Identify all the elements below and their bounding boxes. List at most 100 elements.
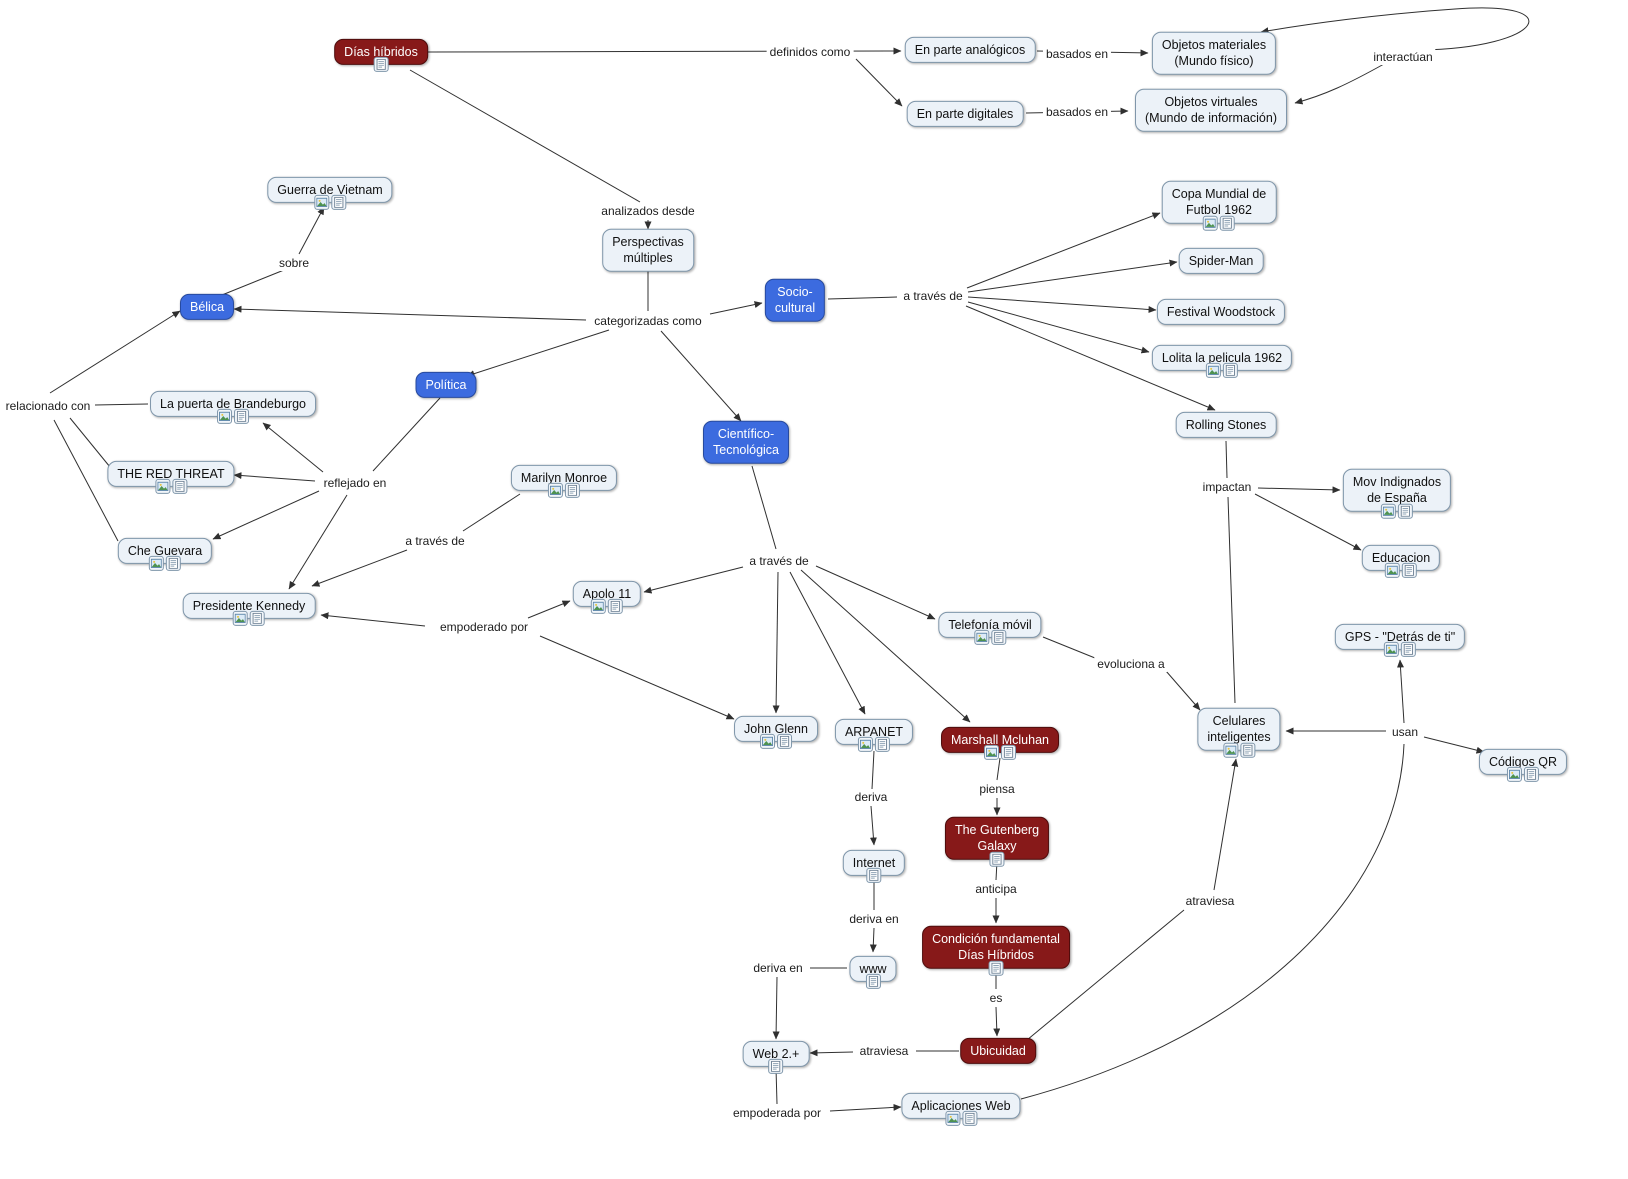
concept-node-socio-cultural[interactable]: Socio- cultural xyxy=(764,278,826,322)
linking-phrase-reflejado-en[interactable]: reflejado en xyxy=(320,475,390,491)
image-icon[interactable] xyxy=(1383,642,1399,658)
concept-node-internet[interactable]: Internet xyxy=(842,849,906,884)
image-icon[interactable] xyxy=(760,734,775,750)
concept-node-educacion[interactable]: Educacion xyxy=(1361,544,1441,579)
image-icon[interactable] xyxy=(233,611,248,627)
document-icon[interactable] xyxy=(172,479,187,495)
linking-phrase-usan[interactable]: usan xyxy=(1388,724,1422,740)
document-icon[interactable] xyxy=(1219,215,1235,231)
document-icon[interactable] xyxy=(961,1111,977,1127)
linking-phrase-empoderada-por[interactable]: empoderada por xyxy=(729,1105,825,1121)
document-icon[interactable] xyxy=(1397,503,1413,519)
linking-phrase-atraviesa-celulares[interactable]: atraviesa xyxy=(1182,893,1238,909)
document-icon[interactable] xyxy=(1222,363,1238,379)
concept-node-festival-woodstock[interactable]: Festival Woodstock xyxy=(1156,298,1286,326)
image-icon[interactable] xyxy=(148,556,164,572)
document-icon[interactable] xyxy=(1400,642,1416,658)
concept-node-condicion-fundamental[interactable]: Condición fundamental Días Híbridos xyxy=(922,925,1070,976)
concept-node-belica[interactable]: Bélica xyxy=(179,293,235,321)
concept-node-rolling-stones[interactable]: Rolling Stones xyxy=(1175,411,1277,439)
document-icon[interactable] xyxy=(988,960,1004,976)
linking-phrase-impactan[interactable]: impactan xyxy=(1199,479,1255,495)
image-icon[interactable] xyxy=(1202,215,1218,231)
document-icon[interactable] xyxy=(989,851,1005,867)
linking-phrase-deriva-en-2[interactable]: deriva en xyxy=(750,960,806,976)
linking-phrase-basados-en-2[interactable]: basados en xyxy=(1042,104,1112,120)
concept-node-che-guevara[interactable]: Che Guevara xyxy=(117,537,213,572)
concept-node-presidente-kennedy[interactable]: Presidente Kennedy xyxy=(182,592,316,627)
document-icon[interactable] xyxy=(250,611,265,627)
concept-node-codigos-qr[interactable]: Códigos QR xyxy=(1478,748,1568,783)
linking-phrase-categorizadas-como[interactable]: categorizadas como xyxy=(591,313,705,329)
concept-node-perspectivas-multiples[interactable]: Perspectivas múltiples xyxy=(602,228,694,272)
concept-node-copa-mundial[interactable]: Copa Mundial de Futbol 1962 xyxy=(1161,180,1277,231)
concept-node-en-parte-analogicos[interactable]: En parte analógicos xyxy=(904,36,1036,64)
linking-phrase-a-traves-de-socio[interactable]: a través de xyxy=(900,288,966,304)
linking-phrase-anticipa[interactable]: anticipa xyxy=(972,881,1020,897)
document-icon[interactable] xyxy=(564,483,580,499)
concept-node-arpanet[interactable]: ARPANET xyxy=(834,718,914,753)
concept-node-objetos-virtuales[interactable]: Objetos virtuales (Mundo de información) xyxy=(1134,88,1288,132)
image-icon[interactable] xyxy=(1385,563,1400,579)
document-icon[interactable] xyxy=(866,868,882,884)
image-icon[interactable] xyxy=(313,195,329,211)
linking-phrase-sobre[interactable]: sobre xyxy=(275,255,313,271)
document-icon[interactable] xyxy=(865,974,881,990)
image-icon[interactable] xyxy=(547,483,563,499)
concept-node-www[interactable]: www xyxy=(849,955,897,990)
image-icon[interactable] xyxy=(858,737,873,753)
linking-phrase-piensa[interactable]: piensa xyxy=(976,781,1018,797)
concept-node-mov-indignados[interactable]: Mov Indignados de España xyxy=(1342,468,1452,519)
concept-node-red-threat[interactable]: THE RED THREAT xyxy=(107,460,235,495)
image-icon[interactable] xyxy=(1223,742,1238,758)
concept-node-gps-detras-de-ti[interactable]: GPS - "Detrás de ti" xyxy=(1334,623,1466,658)
concept-node-marshall-mcluhan[interactable]: Marshall Mcluhan xyxy=(941,726,1059,761)
image-icon[interactable] xyxy=(590,599,606,615)
document-icon[interactable] xyxy=(875,737,890,753)
linking-phrase-analizados-desde[interactable]: analizados desde xyxy=(598,203,698,219)
image-icon[interactable] xyxy=(216,409,232,425)
linking-phrase-a-traves-de-cientifico[interactable]: a través de xyxy=(746,553,812,569)
concept-node-politica[interactable]: Política xyxy=(415,371,477,399)
linking-phrase-deriva[interactable]: deriva xyxy=(851,789,891,805)
linking-phrase-atraviesa-web[interactable]: atraviesa xyxy=(856,1043,912,1059)
document-icon[interactable] xyxy=(1240,742,1255,758)
document-icon[interactable] xyxy=(373,57,389,73)
concept-node-aplicaciones-web[interactable]: Aplicaciones Web xyxy=(901,1092,1021,1127)
concept-node-telefonia-movil[interactable]: Telefonía móvil xyxy=(938,611,1042,646)
linking-phrase-deriva-en-1[interactable]: deriva en xyxy=(846,911,902,927)
document-icon[interactable] xyxy=(768,1059,784,1075)
image-icon[interactable] xyxy=(984,745,999,761)
concept-node-lolita-pelicula[interactable]: Lolita la pelicula 1962 xyxy=(1151,344,1293,379)
linking-phrase-definidos-como[interactable]: definidos como xyxy=(766,44,854,60)
concept-node-dias-hibridos[interactable]: Días híbridos xyxy=(334,38,428,73)
document-icon[interactable] xyxy=(777,734,792,750)
image-icon[interactable] xyxy=(944,1111,960,1127)
document-icon[interactable] xyxy=(607,599,623,615)
document-icon[interactable] xyxy=(1001,745,1016,761)
concept-node-cientifico-tecnologica[interactable]: Científico- Tecnológica xyxy=(702,420,790,464)
concept-node-gutenberg-galaxy[interactable]: The Gutenberg Galaxy xyxy=(944,816,1050,867)
image-icon[interactable] xyxy=(1205,363,1221,379)
concept-node-marilyn-monroe[interactable]: Marilyn Monroe xyxy=(510,464,618,499)
linking-phrase-a-traves-de-marilyn[interactable]: a través de xyxy=(402,533,468,549)
linking-phrase-es[interactable]: es xyxy=(986,990,1006,1006)
concept-node-objetos-materiales[interactable]: Objetos materiales (Mundo físico) xyxy=(1151,31,1277,75)
image-icon[interactable] xyxy=(974,630,989,646)
linking-phrase-basados-en-1[interactable]: basados en xyxy=(1042,46,1112,62)
document-icon[interactable] xyxy=(1524,767,1539,783)
concept-node-celulares-inteligentes[interactable]: Celulares inteligentes xyxy=(1197,707,1281,758)
concept-node-en-parte-digitales[interactable]: En parte digitales xyxy=(906,100,1024,128)
concept-node-john-glenn[interactable]: John Glenn xyxy=(734,715,818,750)
linking-phrase-evoluciona-a[interactable]: evoluciona a xyxy=(1094,656,1168,672)
concept-node-spider-man[interactable]: Spider-Man xyxy=(1178,247,1264,275)
concept-node-apolo-11[interactable]: Apolo 11 xyxy=(572,580,642,615)
document-icon[interactable] xyxy=(1402,563,1417,579)
document-icon[interactable] xyxy=(330,195,346,211)
document-icon[interactable] xyxy=(991,630,1006,646)
image-icon[interactable] xyxy=(1380,503,1396,519)
concept-node-puerta-brandeburgo[interactable]: La puerta de Brandeburgo xyxy=(150,390,316,425)
linking-phrase-interactuan[interactable]: interactúan xyxy=(1370,49,1436,65)
document-icon[interactable] xyxy=(233,409,249,425)
image-icon[interactable] xyxy=(1507,767,1522,783)
